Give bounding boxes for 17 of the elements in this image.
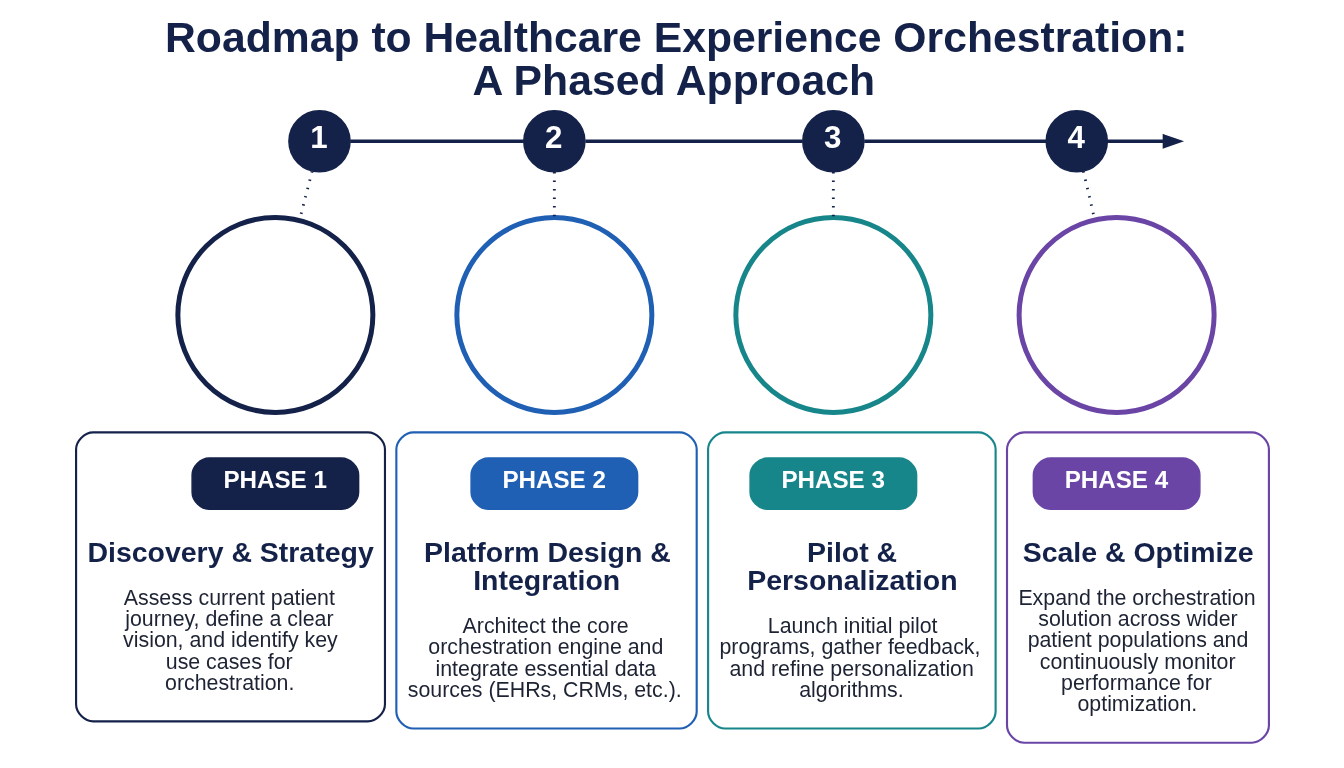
connector xyxy=(584,139,802,144)
connector xyxy=(349,139,524,144)
node-circle xyxy=(174,214,375,415)
arrow xyxy=(1107,133,1184,149)
node-box: PHASE 4 xyxy=(1032,457,1201,510)
connector xyxy=(863,139,1046,144)
node-circle: 2 xyxy=(522,110,586,173)
node-box: PHASE 2 xyxy=(469,457,638,510)
node-circle: 4 xyxy=(1044,110,1108,173)
node-circle xyxy=(1016,214,1217,415)
diagram-title: Roadmap to Healthcare Experience Orchestration: A Phased Approach xyxy=(164,13,1187,105)
node-box: PHASE 3 xyxy=(748,457,917,510)
node-circle xyxy=(732,214,933,415)
node-circle xyxy=(453,214,654,415)
node-circle: 1 xyxy=(287,110,351,173)
node-circle: 3 xyxy=(801,110,865,173)
node-box: PHASE 1 xyxy=(190,457,359,510)
